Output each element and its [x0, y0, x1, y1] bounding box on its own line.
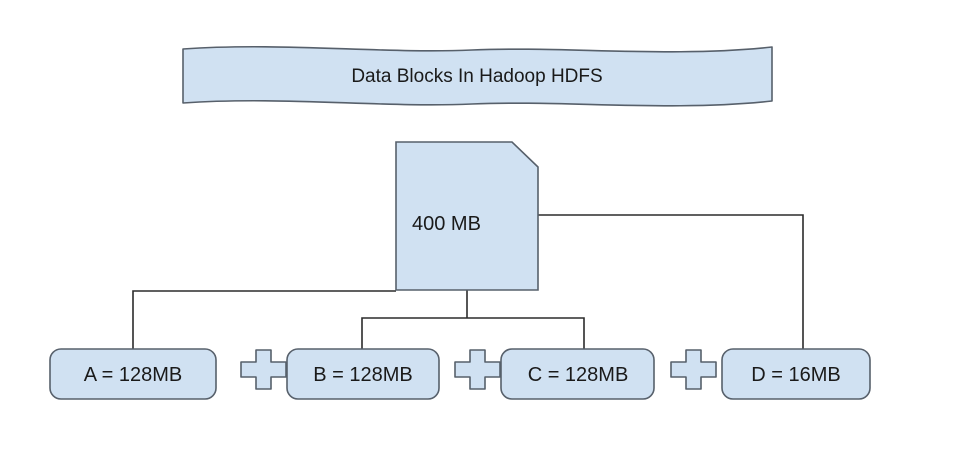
block-a-shape [49, 348, 217, 400]
source-node-shape [395, 141, 539, 291]
source-node-400mb: 400 MB [395, 141, 539, 291]
block-b: B = 128MB [286, 348, 440, 400]
block-b-label: B = 128MB [313, 364, 413, 386]
title-banner-shape [182, 45, 773, 107]
block-d-label: D = 16MB [751, 364, 840, 386]
block-b-shape [286, 348, 440, 400]
plus-icon-1-shape [240, 349, 287, 390]
block-d: D = 16MB [721, 348, 871, 400]
connector-bus-b-c [361, 317, 585, 349]
plus-icon-2 [454, 349, 501, 390]
title-banner-label: Data Blocks In Hadoop HDFS [351, 66, 602, 87]
connector-source-to-a [132, 290, 396, 349]
block-a-label: A = 128MB [84, 364, 182, 386]
source-node-label: 400 MB [412, 213, 481, 235]
block-d-shape [721, 348, 871, 400]
block-c: C = 128MB [500, 348, 655, 400]
plus-icon-2-shape [454, 349, 501, 390]
plus-icon-1 [240, 349, 287, 390]
block-c-label: C = 128MB [528, 364, 629, 386]
connector-source-to-d [538, 214, 804, 349]
plus-icon-3 [670, 349, 717, 390]
block-a: A = 128MB [49, 348, 217, 400]
plus-icon-3-shape [670, 349, 717, 390]
block-c-shape [500, 348, 655, 400]
connector-group [132, 214, 804, 349]
title-banner: Data Blocks In Hadoop HDFS [182, 45, 773, 107]
